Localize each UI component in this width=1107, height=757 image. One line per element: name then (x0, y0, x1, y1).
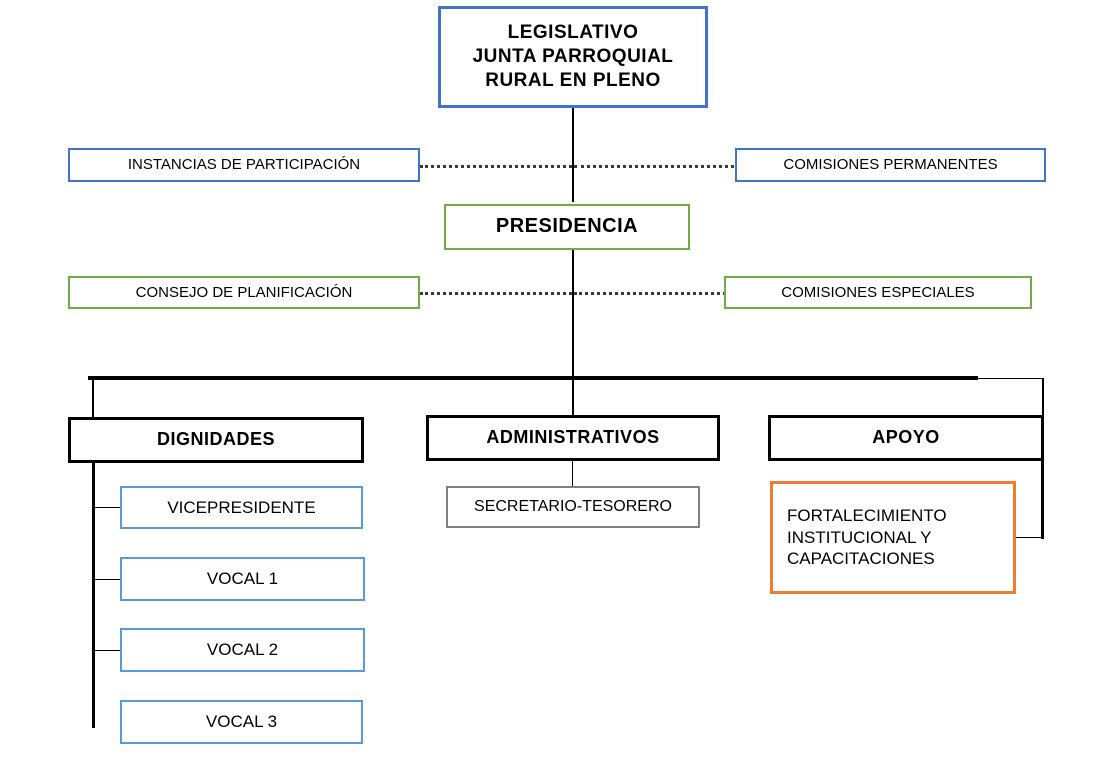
node-fortalecimiento[interactable]: FORTALECIMIENTO INSTITUCIONAL Y CAPACITA… (770, 481, 1016, 594)
node-vicepresidente[interactable]: VICEPRESIDENTE (120, 486, 363, 529)
connector-dignidades-trunk (92, 462, 95, 728)
node-instancias-participacion-label: INSTANCIAS DE PARTICIPACIÓN (127, 156, 361, 174)
node-secretario-tesorero-label: SECRETARIO-TESORERO (474, 497, 672, 515)
connector-administrativos-secretario (572, 461, 573, 486)
node-comisiones-permanentes-label: COMISIONES PERMANENTES (783, 156, 998, 174)
node-dignidades-label: DIGNIDADES (156, 429, 275, 450)
node-comisiones-permanentes[interactable]: COMISIONES PERMANENTES (735, 148, 1046, 182)
connector-dotted-instancias (420, 165, 572, 168)
node-apoyo[interactable]: APOYO (768, 415, 1044, 461)
node-vocal-3[interactable]: VOCAL 3 (120, 700, 363, 744)
connector-dotted-comisiones-especiales (574, 292, 726, 295)
connector-apoyo-fortalecimiento (1041, 461, 1044, 539)
connector-elbow-fortalecimiento (1014, 537, 1044, 538)
node-comisiones-especiales[interactable]: COMISIONES ESPECIALES (724, 276, 1032, 309)
node-vocal-2[interactable]: VOCAL 2 (120, 628, 365, 672)
node-instancias-participacion[interactable]: INSTANCIAS DE PARTICIPACIÓN (68, 148, 420, 182)
node-vocal-2-label: VOCAL 2 (206, 640, 279, 660)
node-comisiones-especiales-label: COMISIONES ESPECIALES (781, 283, 975, 301)
node-administrativos[interactable]: ADMINISTRATIVOS (426, 415, 720, 461)
connector-drop-administrativos (572, 378, 574, 416)
node-administrativos-label: ADMINISTRATIVOS (486, 427, 660, 448)
node-presidencia[interactable]: PRESIDENCIA (444, 204, 690, 250)
node-fortalecimiento-label: FORTALECIMIENTO INSTITUCIONAL Y CAPACITA… (787, 505, 947, 569)
connector-stub-vocal-1 (94, 579, 122, 580)
node-consejo-planificacion-label: CONSEJO DE PLANIFICACIÓN (135, 283, 353, 301)
node-vocal-3-label: VOCAL 3 (205, 712, 278, 732)
connector-distribution-bar-right (976, 378, 1044, 379)
connector-stub-vicepresidente (94, 507, 122, 508)
connector-dotted-comisiones-permanentes (574, 165, 734, 168)
connector-presidencia-distribution (572, 250, 574, 380)
node-presidencia-label: PRESIDENCIA (495, 215, 639, 238)
connector-drop-dignidades (92, 378, 94, 418)
node-secretario-tesorero[interactable]: SECRETARIO-TESORERO (446, 486, 700, 528)
node-legislativo[interactable]: LEGISLATIVO JUNTA PARROQUIAL RURAL EN PL… (438, 6, 708, 108)
connector-dotted-consejo (420, 292, 572, 295)
connector-legislativo-presidencia (572, 108, 574, 202)
connector-drop-apoyo (1042, 378, 1044, 416)
node-apoyo-label: APOYO (872, 427, 940, 448)
node-dignidades[interactable]: DIGNIDADES (68, 417, 364, 463)
connector-stub-vocal-2 (94, 650, 122, 651)
node-vocal-1-label: VOCAL 1 (206, 569, 279, 589)
node-vicepresidente-label: VICEPRESIDENTE (167, 497, 316, 517)
node-legislativo-label: LEGISLATIVO JUNTA PARROQUIAL RURAL EN PL… (472, 21, 674, 92)
node-vocal-1[interactable]: VOCAL 1 (120, 557, 365, 601)
connector-distribution-bar (88, 376, 978, 380)
node-consejo-planificacion[interactable]: CONSEJO DE PLANIFICACIÓN (68, 276, 420, 309)
